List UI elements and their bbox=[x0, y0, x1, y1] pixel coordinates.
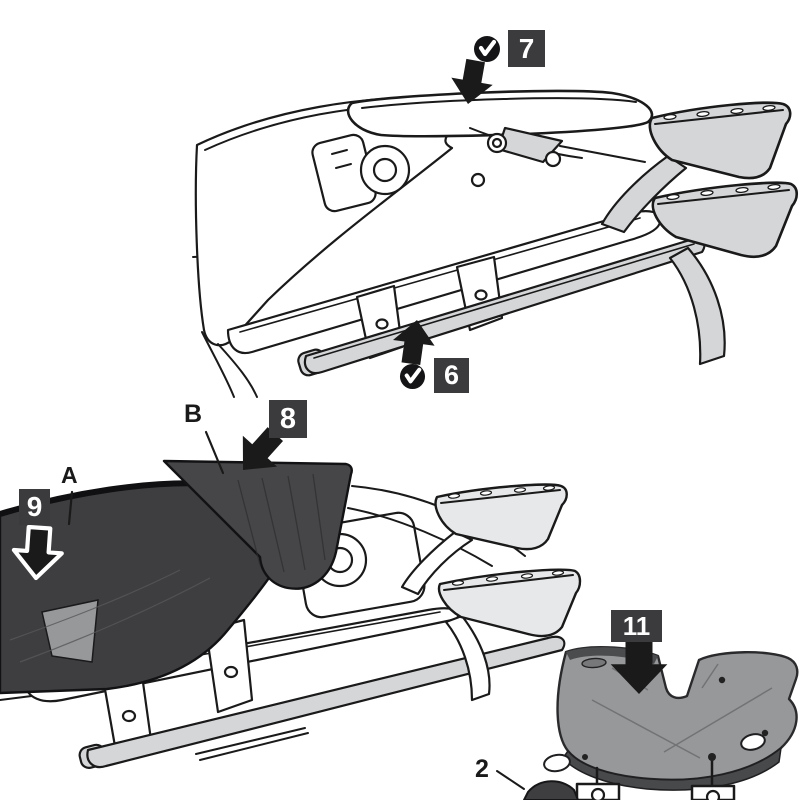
top-illustration bbox=[192, 58, 799, 398]
plate-hole bbox=[740, 733, 766, 751]
wing-strip-line bbox=[443, 574, 574, 591]
wing-slot bbox=[513, 487, 527, 493]
arrow-up-icon bbox=[392, 320, 435, 365]
plate-dot bbox=[582, 754, 588, 760]
rear-rack bbox=[346, 89, 654, 138]
rack-inner-line bbox=[361, 97, 637, 109]
wing-slot bbox=[735, 186, 749, 194]
pin-head bbox=[708, 753, 716, 761]
part-label-2: 2 bbox=[475, 755, 489, 783]
part-label-a: A bbox=[61, 462, 78, 488]
wing-slot bbox=[551, 570, 565, 576]
wing-strip-line bbox=[654, 109, 784, 125]
side-case-wing-upper bbox=[648, 101, 792, 180]
plate-slot bbox=[581, 657, 607, 669]
wing-arm bbox=[668, 246, 726, 366]
strap-hole bbox=[474, 289, 488, 301]
label-b-leader-line bbox=[204, 430, 225, 475]
dark-part-cutoff bbox=[522, 780, 580, 800]
part-b-side-panel bbox=[162, 459, 353, 590]
plate-dot bbox=[718, 676, 726, 684]
wing-slot bbox=[767, 183, 781, 191]
strap-hole bbox=[223, 665, 239, 679]
rail-inner-line bbox=[239, 217, 641, 333]
wing-slot bbox=[762, 104, 776, 112]
wing-slot bbox=[730, 107, 744, 115]
wing-slot bbox=[696, 110, 710, 118]
fastener-hole bbox=[590, 787, 606, 800]
arrow-down-icon bbox=[11, 524, 64, 581]
body-trailing-lines bbox=[201, 331, 258, 398]
wing-slot bbox=[451, 580, 465, 586]
plate-dot bbox=[761, 729, 769, 737]
side-case-wing-lower bbox=[651, 181, 799, 258]
part-label-b: B bbox=[184, 400, 203, 428]
step-6-badge: 6 bbox=[434, 358, 469, 393]
arrow-down-icon bbox=[451, 58, 493, 104]
bracket-slots bbox=[331, 149, 352, 169]
step-8-badge: 8 bbox=[269, 400, 307, 438]
cowl-streaks bbox=[9, 569, 211, 663]
wing-strip-line bbox=[440, 489, 561, 504]
label-a-leader-line bbox=[67, 490, 74, 526]
wing-slot bbox=[447, 493, 461, 499]
wing-slot bbox=[663, 113, 677, 121]
check-icon bbox=[473, 35, 501, 63]
wing-slot bbox=[520, 573, 534, 579]
link-rod bbox=[559, 145, 646, 163]
wing-arm bbox=[444, 614, 491, 702]
arrow-down-icon bbox=[610, 640, 668, 694]
wing-slot bbox=[700, 189, 714, 197]
side-case-rail bbox=[86, 635, 566, 769]
latch-hub bbox=[372, 157, 398, 183]
rail-edge-line bbox=[313, 243, 695, 359]
tail-light-lens bbox=[41, 599, 99, 663]
wing-slot bbox=[542, 485, 556, 491]
step-7-badge: 7 bbox=[508, 30, 545, 67]
subframe-rail bbox=[226, 210, 662, 355]
wing-slot bbox=[479, 490, 493, 496]
bottom-plate-illustration bbox=[496, 640, 799, 800]
trailing-lines bbox=[195, 727, 309, 761]
strap-hole bbox=[121, 709, 137, 723]
step-9-badge: 9 bbox=[19, 489, 50, 525]
plate-ridges bbox=[591, 663, 773, 759]
bolt-center bbox=[491, 137, 503, 149]
side-case-wing-upper bbox=[434, 483, 568, 551]
wing-arm bbox=[600, 154, 688, 234]
plate-hole bbox=[543, 753, 571, 773]
strap-hole bbox=[375, 318, 389, 330]
bolt bbox=[544, 150, 562, 168]
wing-slot bbox=[485, 576, 499, 582]
fastener-pins bbox=[595, 758, 714, 788]
wing-arm bbox=[400, 530, 474, 596]
middle-illustration bbox=[0, 427, 582, 769]
check-icon bbox=[399, 363, 426, 390]
wing-slot bbox=[666, 193, 680, 201]
seat-latch-mechanism bbox=[311, 126, 646, 213]
bolt bbox=[470, 172, 486, 188]
panel-streaks bbox=[237, 473, 326, 573]
side-case-wing-lower bbox=[437, 568, 582, 638]
wing-strip-line bbox=[657, 189, 790, 205]
step-11-badge: 11 bbox=[611, 610, 662, 642]
label-2-leader-line bbox=[496, 770, 525, 790]
fastener-hole bbox=[705, 789, 721, 800]
